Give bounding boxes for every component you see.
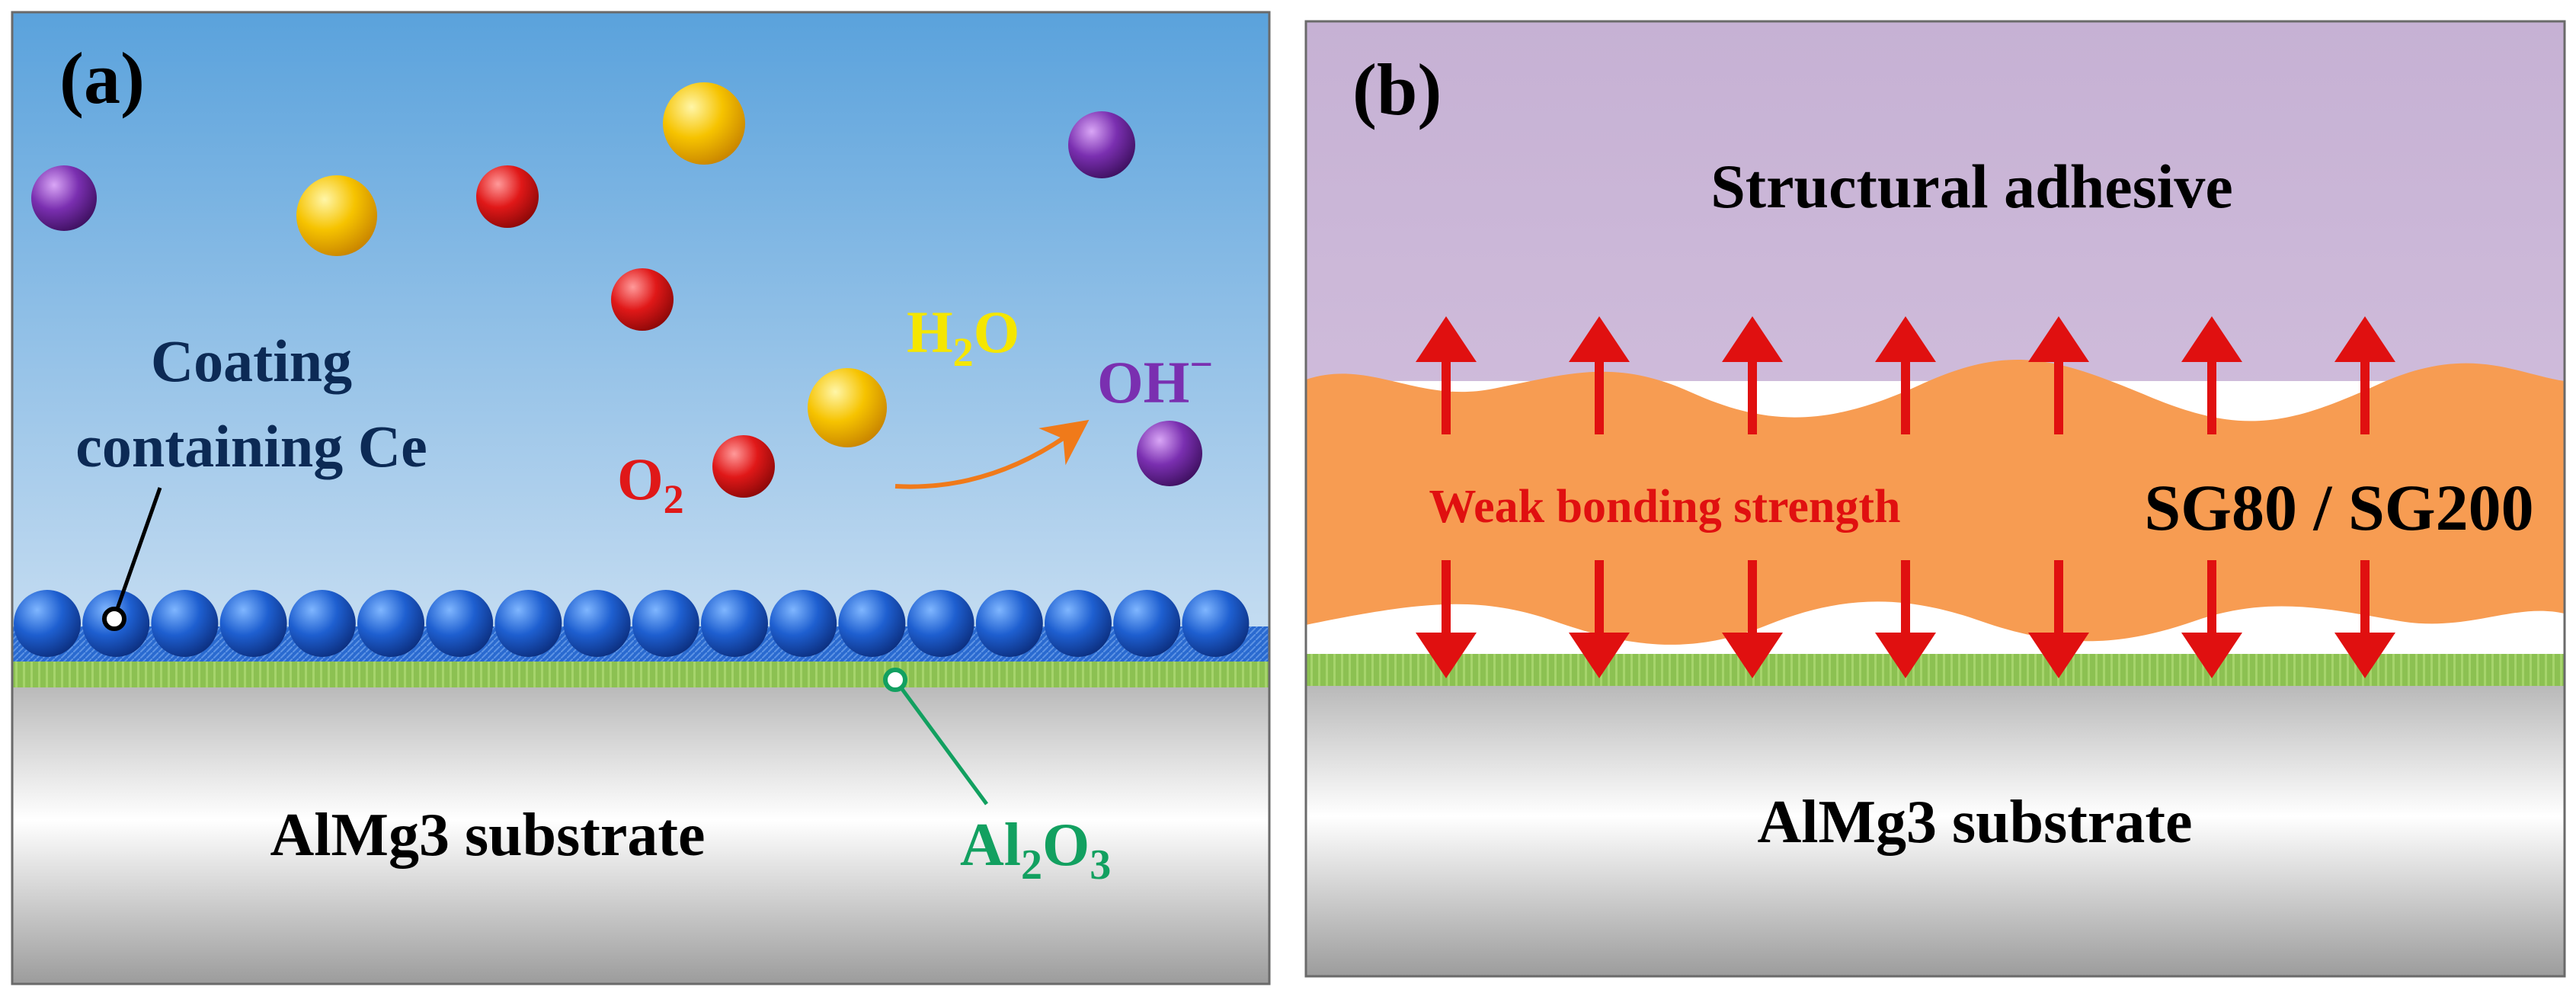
coating-sphere (357, 590, 424, 657)
hydroxide-formula: OH− (1097, 341, 1213, 415)
panel-a: (a) Coating containing Ce H2O O2 OH− AlM… (11, 11, 1271, 985)
tension-arrow-down (2181, 560, 2242, 678)
oxide-formula: Al2O3 (960, 812, 1111, 889)
tension-arrow-up (1875, 316, 1936, 434)
coating-sphere (151, 590, 219, 657)
coating-label-line2: containing Ce (75, 413, 427, 479)
coating-sphere (907, 590, 974, 657)
coating-sphere (632, 590, 699, 657)
substrate-label-b: AlMg3 substrate (1757, 789, 2192, 856)
coating-sphere (838, 590, 906, 657)
tension-arrow-down (2334, 560, 2395, 678)
substrate-b (1306, 686, 2565, 976)
water-sphere (808, 368, 887, 447)
coating-label-line1: Coating (151, 328, 352, 394)
substrate-label-a: AlMg3 substrate (270, 802, 705, 869)
panel-a-label: (a) (59, 37, 145, 119)
coating-sphere (494, 590, 562, 657)
coating-sphere (975, 590, 1043, 657)
coating-layer-b (1306, 360, 2565, 645)
substrate-a (12, 686, 1269, 984)
hydroxide-sphere (1137, 421, 1202, 486)
reaction-arrow (894, 419, 1090, 489)
oxygen-sphere (712, 435, 775, 498)
coating-sphere (219, 590, 287, 657)
tension-arrow-down (1875, 560, 1936, 678)
coating-grade-label: SG80 / SG200 (2144, 471, 2533, 544)
tension-arrow-up (1416, 316, 1477, 434)
oxygen-sphere (611, 268, 674, 331)
oxide-callout-dot (883, 668, 907, 692)
water-formula: H2O (907, 299, 1019, 375)
tension-arrow-down (2028, 560, 2089, 678)
water-sphere (296, 175, 377, 256)
tension-arrow-down (1569, 560, 1630, 678)
coating-sphere (701, 590, 768, 657)
oxygen-formula: O2 (617, 446, 684, 522)
coating-sphere-row (14, 590, 1250, 657)
tension-arrow-down (1416, 560, 1477, 678)
coating-sphere (426, 590, 494, 657)
oxide-callout-line (893, 678, 989, 806)
coating-sphere (770, 590, 837, 657)
hydroxide-sphere (1068, 111, 1135, 178)
coating-sphere (288, 590, 356, 657)
coating-callout-dot (102, 607, 126, 631)
tensile-arrows-up (1416, 316, 2395, 434)
panel-a-border (11, 11, 1271, 985)
coating-sphere (14, 590, 81, 657)
weak-bond-label: Weak bonding strength (1429, 481, 1900, 533)
coating-sphere (1113, 590, 1181, 657)
tension-arrow-up (1722, 316, 1783, 434)
adhesive-label: Structural adhesive (1710, 152, 2233, 221)
panel-b-border (1304, 20, 2566, 978)
panel-b: (b) Structural adhesive Weak bonding str… (1304, 20, 2566, 978)
tension-arrow-up (2028, 316, 2089, 434)
tension-arrow-down (1722, 560, 1783, 678)
coating-sphere (1182, 590, 1250, 657)
oxide-layer-a (12, 662, 1269, 687)
tensile-arrows-down (1416, 560, 2395, 678)
water-sphere (663, 82, 745, 165)
coating-callout-line (112, 487, 162, 618)
coating-sphere (563, 590, 631, 657)
tension-arrow-up (2181, 316, 2242, 434)
oxygen-sphere (476, 165, 539, 228)
coating-sphere (1045, 590, 1112, 657)
hydroxide-sphere (31, 165, 97, 231)
panel-b-label: (b) (1352, 49, 1442, 130)
tension-arrow-up (2334, 316, 2395, 434)
tension-arrow-up (1569, 316, 1630, 434)
